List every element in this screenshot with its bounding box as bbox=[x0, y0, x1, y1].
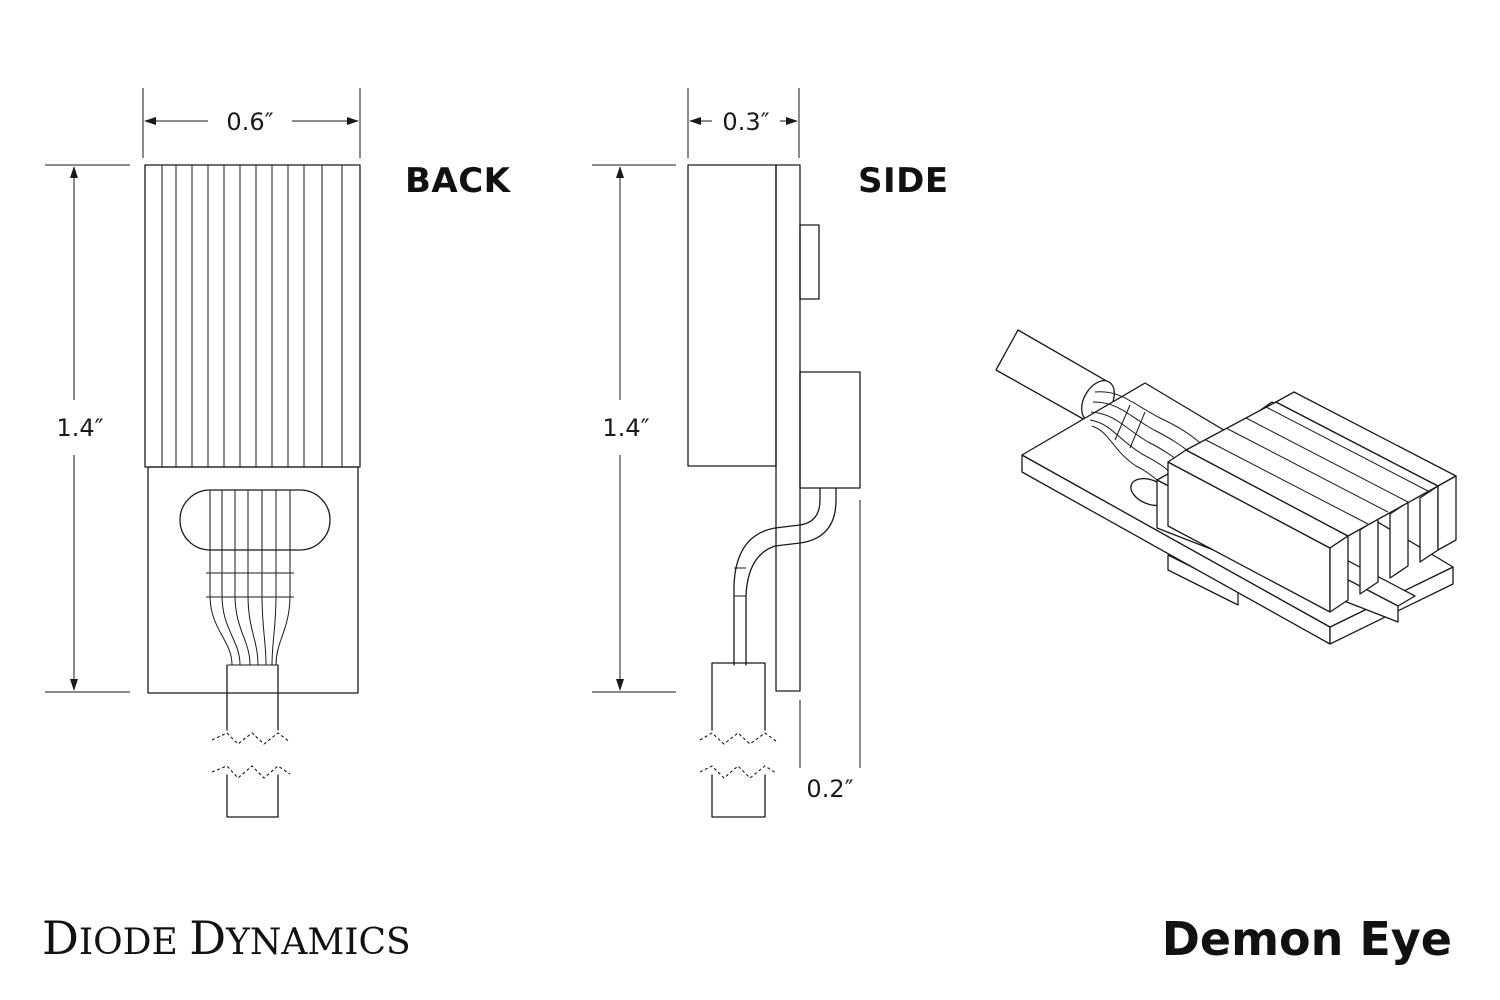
side-component-small bbox=[799, 224, 820, 300]
back-wires bbox=[206, 490, 294, 666]
back-circuit-board bbox=[147, 466, 359, 694]
product-name: Demon Eye bbox=[1162, 912, 1452, 966]
side-width-label: 0.3″ bbox=[722, 108, 769, 136]
back-height-label: 1.4″ bbox=[56, 414, 103, 442]
side-wire bbox=[733, 487, 837, 666]
back-width-label: 0.6″ bbox=[226, 108, 273, 136]
back-width-dimension: 0.6″ bbox=[142, 88, 361, 158]
back-view: 0.6″ 1.4″ BACK bbox=[45, 88, 512, 818]
back-heatsink bbox=[144, 164, 361, 468]
iso-heatsink bbox=[1156, 391, 1457, 623]
side-height-label: 1.4″ bbox=[602, 414, 649, 442]
back-heatsink-fins bbox=[161, 165, 343, 467]
back-wire-slot bbox=[179, 489, 331, 551]
back-height-dimension: 1.4″ bbox=[45, 164, 130, 693]
side-width-dimension: 0.3″ bbox=[687, 88, 800, 158]
side-view: 0.3″ 1.4″ 0.2″ SIDE bbox=[592, 88, 949, 818]
back-cable bbox=[211, 664, 291, 818]
brand-name: DIODE DYNAMICS bbox=[42, 911, 411, 965]
side-heatsink bbox=[687, 164, 777, 467]
side-cable bbox=[699, 662, 777, 818]
side-circuit-board bbox=[775, 164, 801, 692]
brand-logo: DIODE DYNAMICS bbox=[42, 911, 411, 965]
side-height-dimension: 1.4″ bbox=[592, 164, 676, 693]
isometric-view bbox=[995, 329, 1457, 645]
side-led-module bbox=[799, 371, 861, 489]
side-view-label: SIDE bbox=[858, 161, 949, 201]
side-offset-label: 0.2″ bbox=[806, 775, 853, 803]
side-offset-dimension: 0.2″ bbox=[799, 500, 861, 803]
back-view-label: BACK bbox=[405, 161, 512, 201]
